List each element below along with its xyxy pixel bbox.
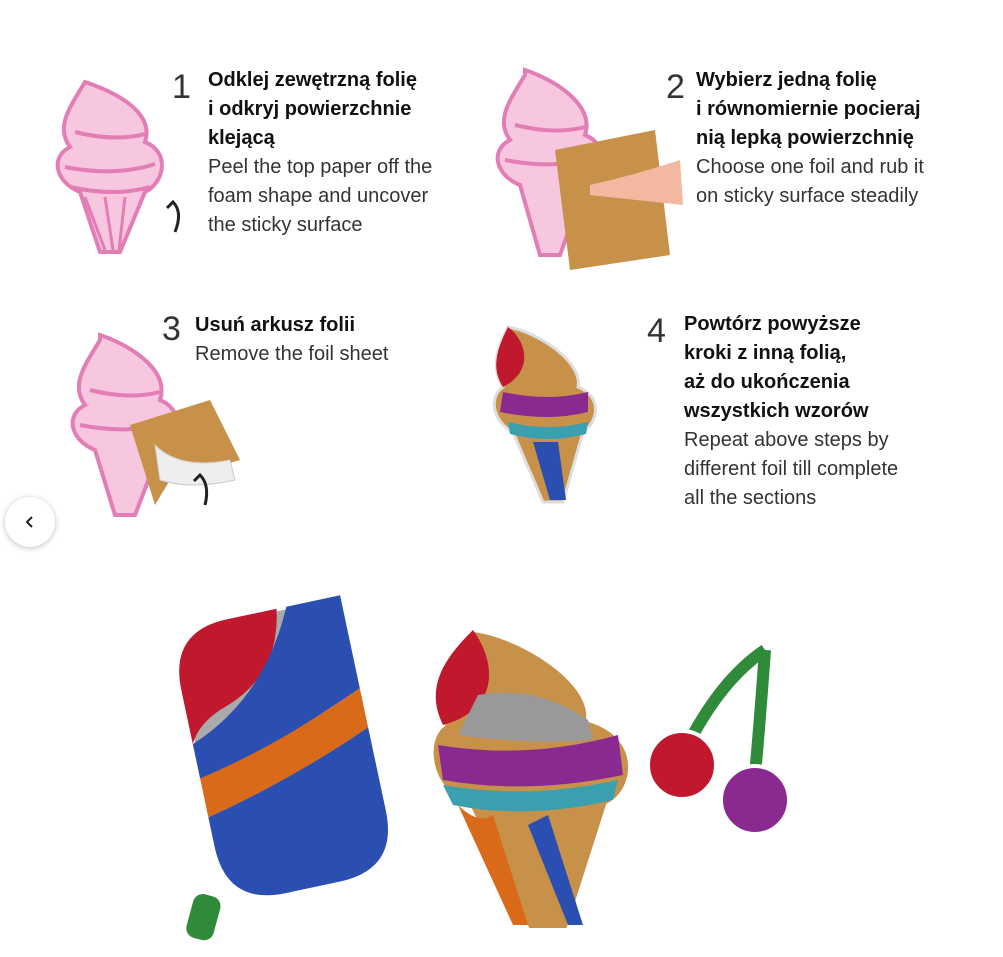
step-number: 1 bbox=[172, 68, 191, 106]
step-title-line: nią lepką powierzchnię bbox=[696, 127, 914, 149]
step-title-line: kroki z inną folią, bbox=[684, 342, 847, 364]
finished-ice-cream-illustration bbox=[492, 325, 597, 504]
step-number: 3 bbox=[162, 310, 181, 348]
carousel-back-button[interactable] bbox=[5, 497, 55, 547]
step-title-line: i równomiernie pocieraj bbox=[696, 98, 921, 120]
step-desc-line: on sticky surface steadily bbox=[696, 185, 919, 207]
step-title-line: i odkryj powierzchnie bbox=[208, 98, 412, 120]
step-number: 2 bbox=[666, 68, 685, 106]
cherries-sticker bbox=[646, 645, 791, 836]
step-title-line: wszystkich wzorów bbox=[684, 400, 869, 422]
step-desc-line: the sticky surface bbox=[208, 214, 363, 236]
step-desc-line: foam shape and uncover bbox=[208, 185, 429, 207]
step-desc-line: Choose one foil and rub it bbox=[696, 156, 924, 178]
step-title-line: klejącą bbox=[208, 127, 275, 149]
step-text: Wybierz jedną folię i równomiernie pocie… bbox=[696, 66, 924, 211]
step-number: 4 bbox=[647, 312, 666, 350]
step-title-line: Wybierz jedną folię bbox=[696, 69, 877, 91]
step-title-line: aż do ukończenia bbox=[684, 371, 850, 393]
step-text: Powtórz powyższe kroki z inną folią, aż … bbox=[684, 310, 898, 513]
remove-foil-illustration bbox=[70, 332, 240, 517]
step-desc-line: all the sections bbox=[684, 487, 817, 509]
ice-cream-sticker bbox=[429, 627, 633, 932]
popsicle-sticker bbox=[177, 595, 390, 941]
chevron-left-icon bbox=[25, 516, 33, 528]
step-desc-line: Peel the top paper off the bbox=[208, 156, 433, 178]
foil-rub-illustration bbox=[495, 67, 683, 270]
step-text: Usuń arkusz folii Remove the foil sheet bbox=[195, 311, 388, 369]
step-title-line: Powtórz powyższe bbox=[684, 313, 861, 335]
step-text: Odklej zewętrzną folię i odkryj powierzc… bbox=[208, 66, 432, 240]
step-title-line: Usuń arkusz folii bbox=[195, 314, 356, 336]
step-title-line: Odklej zewętrzną folię bbox=[208, 69, 417, 91]
step-desc-line: Remove the foil sheet bbox=[195, 343, 389, 365]
step-desc-line: different foil till complete bbox=[684, 458, 899, 480]
pink-ice-cream-peel-illustration bbox=[55, 79, 180, 254]
step-desc-line: Repeat above steps by bbox=[684, 429, 889, 451]
